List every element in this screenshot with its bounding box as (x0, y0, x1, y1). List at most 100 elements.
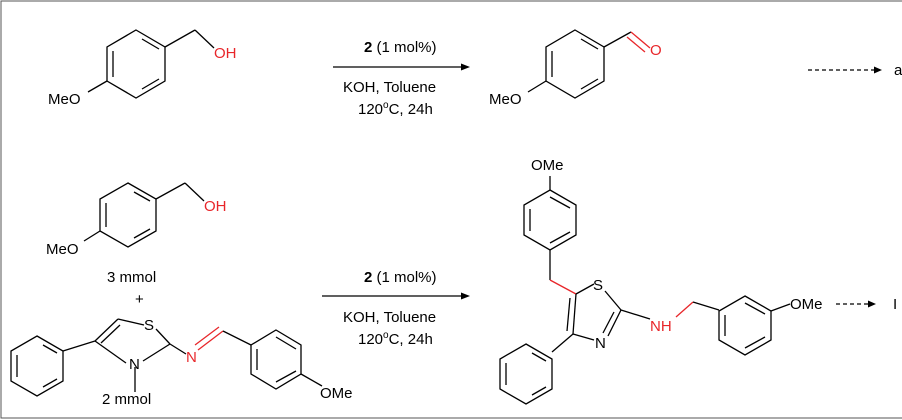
amine-nh-label: NH (650, 318, 672, 335)
methoxy-label: MeO (489, 91, 522, 108)
reaction1-next-arrow: a (808, 62, 902, 79)
arrow-head (461, 63, 470, 71)
inner-double-bond (42, 344, 58, 354)
reaction2-conditions: 120oC, 24h (358, 330, 433, 348)
n3-c4-bond (94, 340, 127, 364)
next-label: I (893, 296, 897, 313)
inner-double-bond (141, 38, 160, 50)
new-n-c-bond (675, 301, 694, 318)
inner-double-bond (141, 78, 160, 90)
inner-double-bond (42, 378, 58, 388)
ch2-aryl-bond (692, 301, 720, 311)
hydroxyl-label: OH (204, 198, 227, 215)
c-ome-bond (770, 303, 791, 312)
methoxy-right-label: OMe (790, 296, 823, 313)
carbonyl-bond (626, 36, 646, 53)
inner-double-bond (133, 191, 151, 202)
c4-ph-bond (551, 333, 574, 353)
c-ome-bond (87, 80, 108, 93)
sulfur-label: S (144, 317, 154, 334)
reaction2-next-arrow: I (836, 296, 897, 313)
c2-n3-bond (142, 343, 171, 362)
inner-double-bond (531, 386, 547, 396)
c5-s-bond (575, 283, 595, 295)
ch-aryl-bond (222, 330, 252, 346)
next-label: a (894, 62, 902, 79)
carbonyl-o-label: O (650, 42, 662, 59)
reaction2-arrow-group: 2 (1 mol%) KOH, Toluene 120oC, 24h (322, 269, 470, 348)
c-o-bond (194, 29, 215, 49)
reaction2-thiazole-imine: S N N OMe (10, 317, 353, 402)
c-ome-bond (83, 230, 101, 242)
arrow-head (874, 66, 882, 74)
reaction2-reagents: KOH, Toluene (343, 309, 436, 326)
s-c2-bond (155, 328, 171, 345)
hydroxyl-label: OH (214, 45, 237, 62)
c4-c5-double (100, 324, 121, 344)
reaction2-product: OMe S N NH OMe (499, 157, 823, 405)
c-o-bond (184, 182, 205, 202)
arrow-head (868, 300, 876, 308)
n3-c4-bond (572, 333, 595, 341)
inner-double-bond (275, 370, 297, 383)
methoxy-label: MeO (46, 241, 79, 258)
benzene-ring (106, 29, 166, 99)
inner-double-bond (133, 228, 151, 239)
inner-double-bond (275, 336, 297, 350)
c2-n-bond (169, 343, 187, 355)
anisyl-ring-right (718, 295, 772, 356)
inner-double-bond (744, 302, 766, 315)
c2-n3-bond (607, 309, 622, 337)
c-cho-bond (603, 31, 632, 48)
reaction1-substrate: OH MeO (48, 29, 237, 108)
phenyl-ring (10, 335, 64, 397)
reaction2-catalyst: 2 (1 mol%) (364, 269, 437, 286)
c4-c5-double (566, 297, 571, 332)
imine-double-bond (194, 326, 220, 346)
ch2-bond (164, 29, 196, 48)
benzene-ring (545, 29, 605, 99)
reaction1-arrow-group: 2 (1 mol%) KOH, Toluene 120oC, 24h (333, 39, 470, 118)
reaction1-catalyst: 2 (1 mol%) (364, 39, 437, 56)
inner-double-bond (549, 196, 571, 209)
inner-double-bond (549, 231, 571, 244)
methoxy-label: MeO (48, 91, 81, 108)
ring-nitrogen-label: N (595, 335, 606, 352)
reaction2-alcohol: OH MeO (46, 182, 227, 258)
ch2-bond (155, 182, 186, 200)
c-ome-bond (527, 80, 547, 93)
c4-c5-bond (572, 293, 577, 335)
c-ome-bond (300, 373, 323, 387)
c5-s-bond (117, 318, 145, 326)
inner-double-bond (580, 38, 599, 50)
inner-double-bond (744, 336, 766, 349)
phenyl-ring (499, 343, 553, 405)
alcohol-amount: 3 mmol (107, 269, 156, 286)
carbonyl-bond (630, 31, 651, 49)
anisyl-ring (250, 329, 302, 390)
imine-double-bond (197, 330, 224, 351)
sulfur-label: S (593, 277, 603, 294)
ph-thiazole-bond (62, 340, 96, 352)
c2-n3-double (602, 311, 615, 334)
methoxy-label: OMe (320, 385, 353, 402)
reaction1-product: O MeO (489, 29, 662, 108)
c4-c5-bond (94, 318, 119, 342)
inner-double-bond (580, 78, 599, 90)
plus-sign: + (135, 291, 144, 308)
imine-amount: 2 mmol (102, 391, 151, 408)
methoxy-top-label: OMe (531, 157, 564, 174)
new-c-c-bond (549, 279, 577, 295)
reaction1-reagents: KOH, Toluene (343, 79, 436, 96)
c2-nh-bond (620, 309, 651, 320)
imine-nitrogen-label: N (186, 349, 197, 366)
ring-nitrogen-label: N (129, 356, 140, 373)
inner-double-bond (531, 352, 547, 362)
benzene-ring (99, 182, 157, 248)
arrow-head (461, 292, 470, 300)
reaction1-conditions: 120oC, 24h (358, 100, 433, 118)
s-c2-bond (604, 290, 622, 311)
anisyl-ring-top (523, 189, 577, 251)
